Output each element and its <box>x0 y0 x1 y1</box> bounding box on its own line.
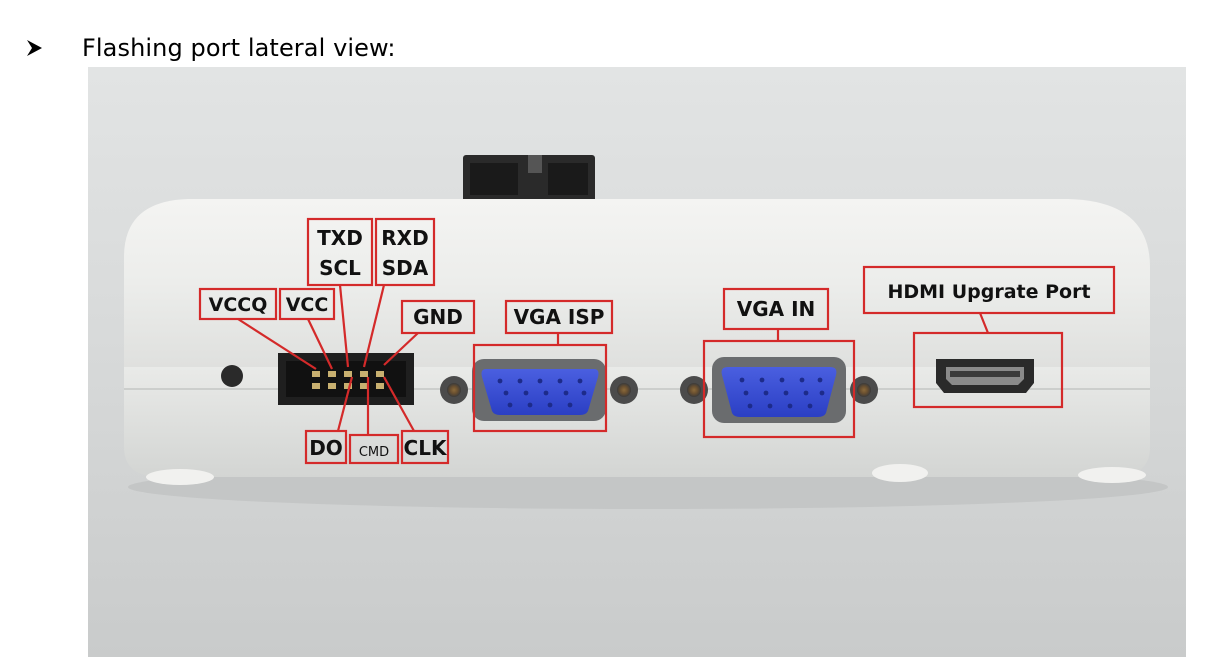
bullet-line: Flashing port lateral view: <box>24 28 396 68</box>
label-scl: SCL <box>319 256 361 280</box>
vga-in-connector <box>680 357 878 423</box>
label-vga-in: VGA IN <box>737 297 816 321</box>
label-vccq: VCCQ <box>209 294 268 316</box>
device-photo-illustration: TXD SCL RXD SDA VCCQ VCC GND VGA ISP VGA… <box>88 67 1186 657</box>
hdmi-port <box>936 359 1034 393</box>
callout-labels: TXD SCL RXD SDA VCCQ VCC GND VGA ISP VGA… <box>209 226 1091 460</box>
callout-lines <box>198 217 1116 465</box>
device-photo: TXD SCL RXD SDA VCCQ VCC GND VGA ISP VGA… <box>88 67 1186 657</box>
arrowhead-bullet-icon <box>27 40 42 56</box>
label-sda: SDA <box>382 256 429 280</box>
label-rxd: RXD <box>381 226 428 250</box>
label-vga-isp: VGA ISP <box>514 305 605 329</box>
label-vcc: VCC <box>286 294 329 316</box>
label-cmd: CMD <box>359 445 389 460</box>
label-do: DO <box>309 436 343 460</box>
label-clk: CLK <box>404 436 448 460</box>
label-txd: TXD <box>317 226 363 250</box>
label-gnd: GND <box>413 305 463 329</box>
top-connector <box>463 155 595 203</box>
section-heading: Flashing port lateral view: <box>82 34 396 62</box>
vga-isp-connector <box>440 359 638 421</box>
label-hdmi: HDMI Upgrate Port <box>887 281 1090 303</box>
